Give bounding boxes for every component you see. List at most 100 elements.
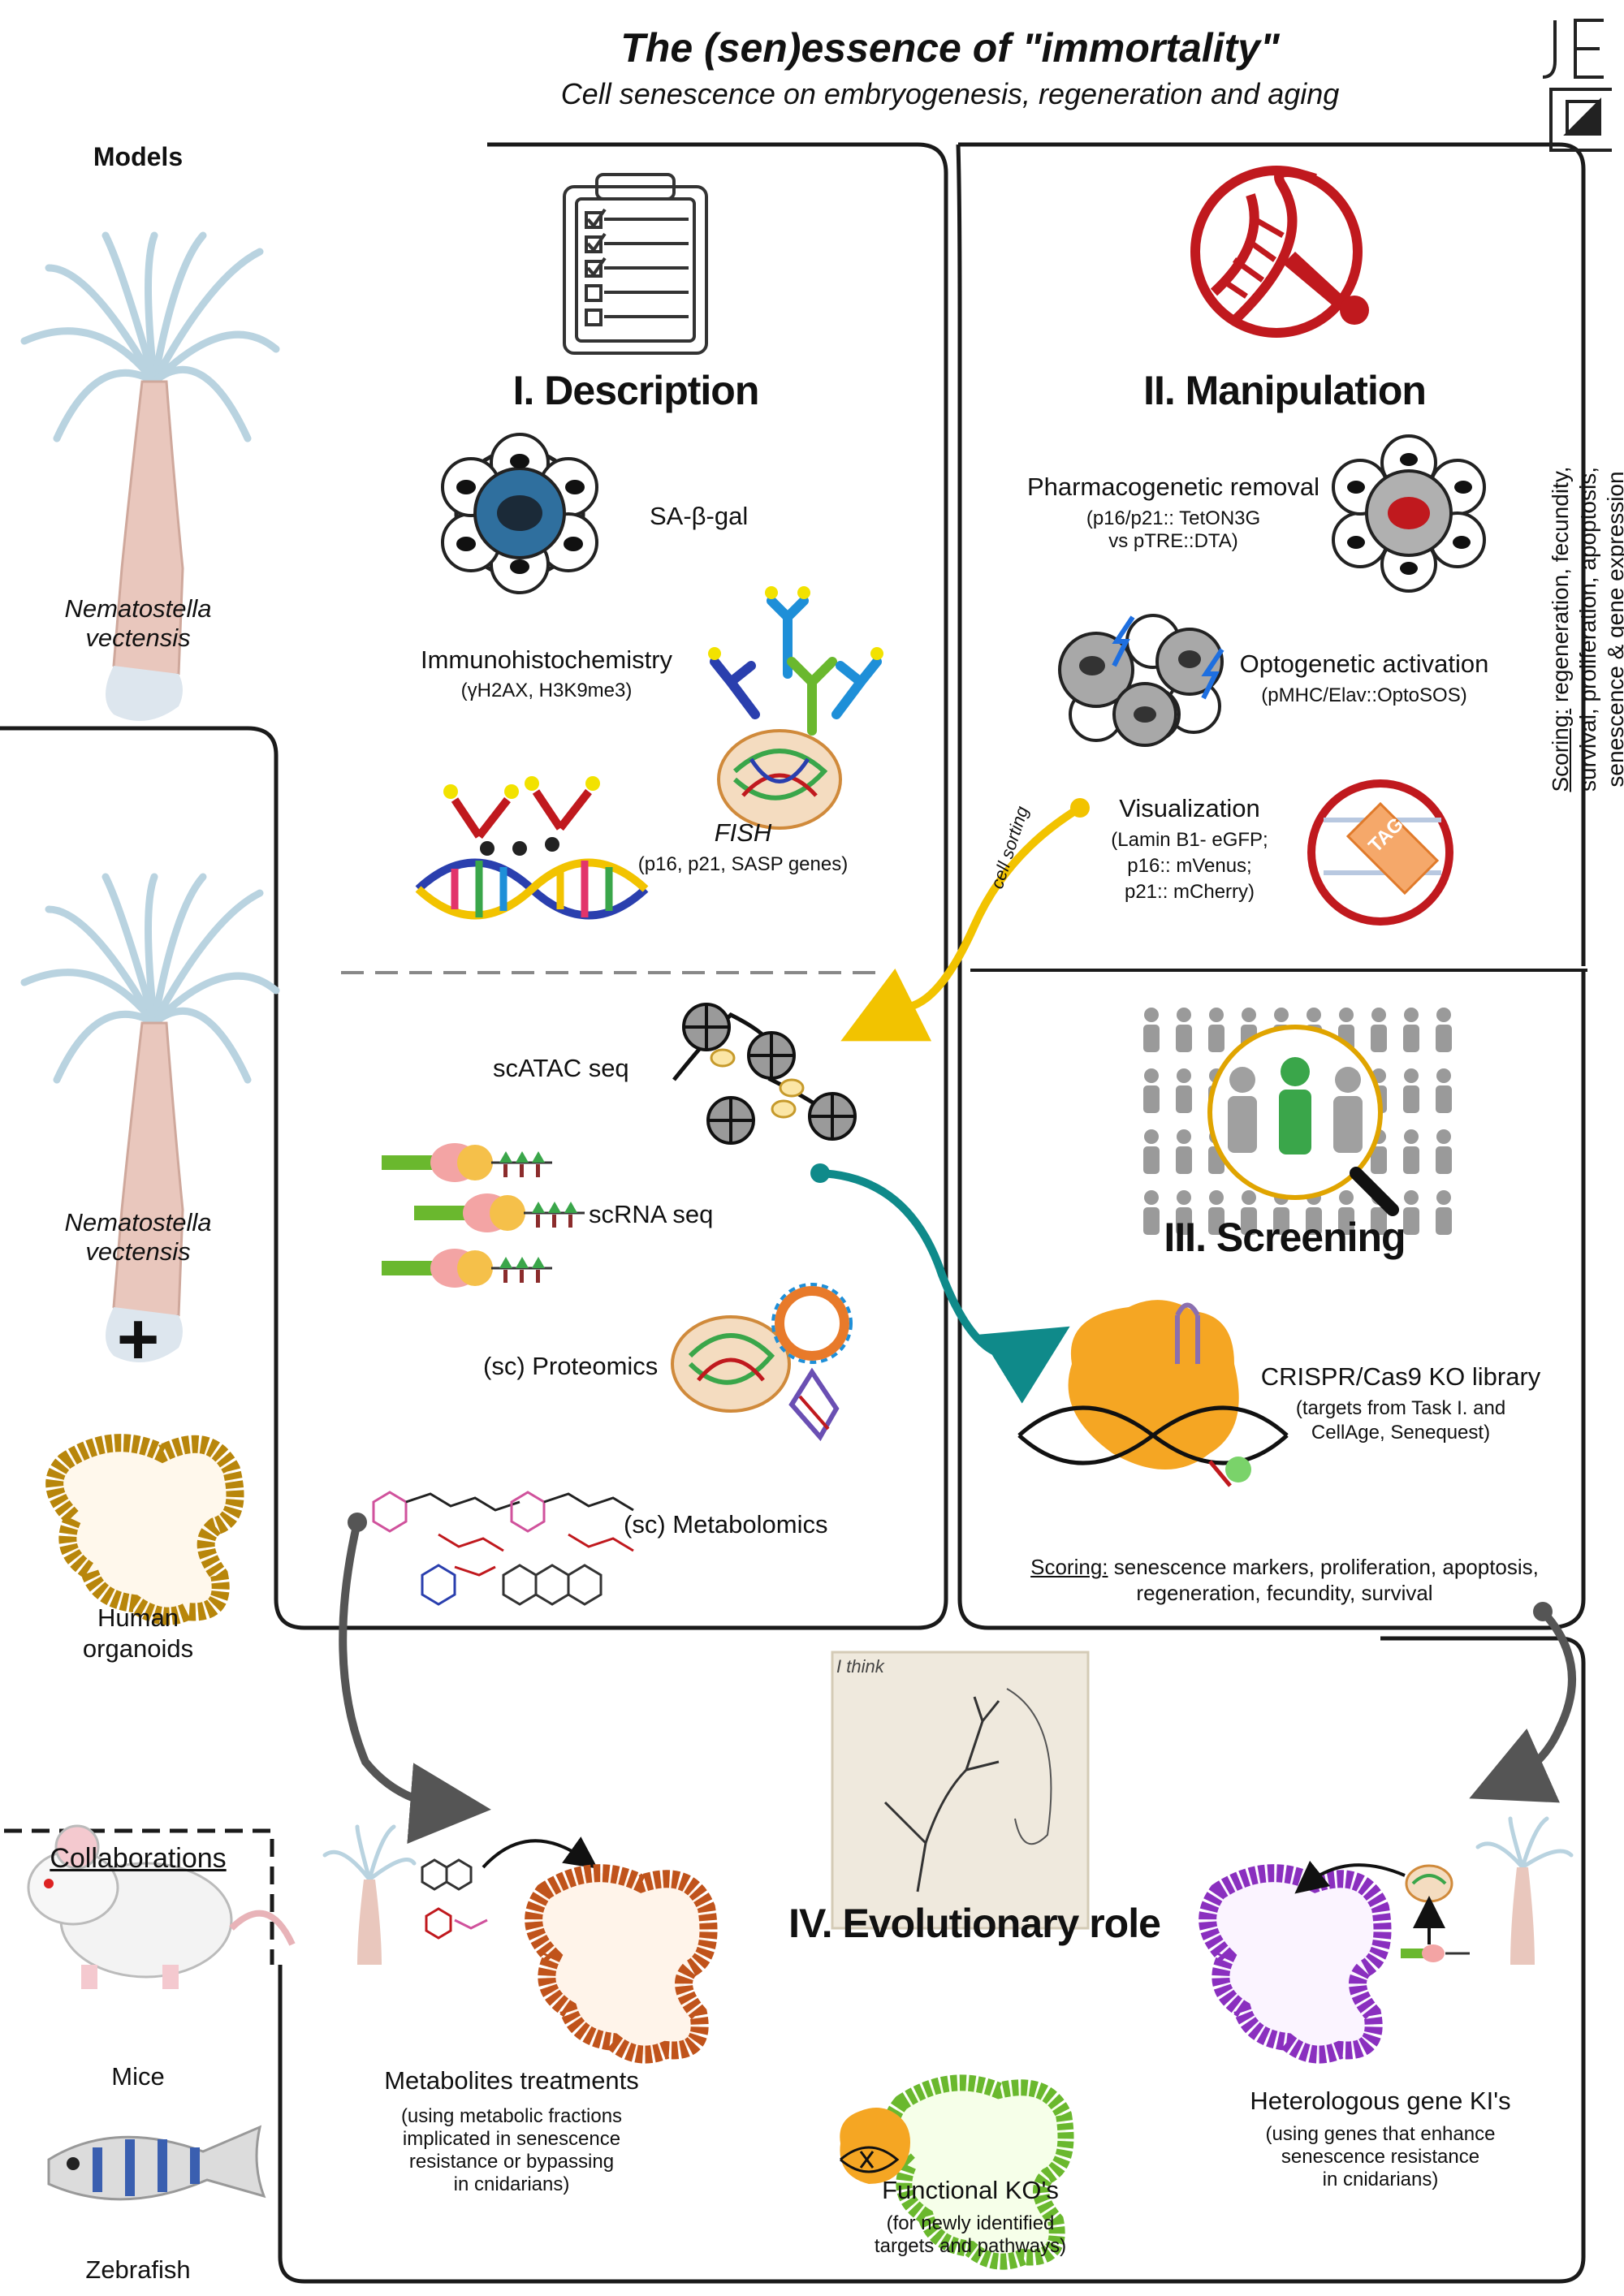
- visualization-sub2: p16:: mVenus;: [1127, 855, 1252, 877]
- scrna-barcode-illustration: [382, 1143, 585, 1288]
- manipulation-scoring-line2: survival, proliferation, apoptosis,: [1575, 467, 1600, 792]
- metab-sub2: implicated in senescence: [402, 2128, 621, 2150]
- manipulation-scoring-line1: regeneration, fecundity,: [1548, 466, 1573, 709]
- page-subtitle: Cell senescence on embryogenesis, regene…: [560, 77, 1340, 110]
- pharma-sub2: vs pTRE::DTA): [1108, 530, 1238, 552]
- clipboard-icon: [563, 173, 708, 355]
- frame-evolution: [278, 1636, 1586, 2284]
- screening-arrow: [819, 1169, 1070, 1404]
- green-organoid: [883, 2074, 1074, 2270]
- proteomics-illustration: [671, 1283, 853, 1442]
- organoid-line2: organoids: [82, 1634, 194, 1663]
- ihc-label: Immunohistochemistry: [420, 645, 673, 674]
- darwin-tree-sketch: [831, 1651, 1090, 1930]
- fish-dna-illustration: [415, 776, 649, 920]
- organism1-line1: Nematostella: [64, 594, 212, 623]
- treatment-arrow: [482, 1836, 598, 1869]
- pharma-sub1: (p16/p21:: TetON3G: [1086, 507, 1261, 529]
- antibody-illustration: [708, 586, 883, 736]
- tag-visualization-icon: [1307, 779, 1453, 926]
- scatac-label: scATAC seq: [493, 1054, 629, 1082]
- visualization-sub1: (Lamin B1- eGFP;: [1111, 829, 1268, 851]
- nematostella-2: [20, 873, 280, 1362]
- magnifier-icon: [1207, 1025, 1399, 1216]
- functional-ko-label: Functional KO's: [882, 2176, 1059, 2204]
- metabolomics-to-evolution-arrow: [339, 1521, 491, 1844]
- plus-sign: +: [116, 1299, 160, 1380]
- cell-sorting-arrow: [840, 804, 1082, 1042]
- manipulation-scoring: Scoring: regeneration, fecundity, surviv…: [1547, 321, 1624, 938]
- pharma-label: Pharmacogenetic removal: [1026, 473, 1320, 501]
- screening-scoring-line1: senescence markers, proliferation, apopt…: [1108, 1555, 1539, 1579]
- organism2-line1: Nematostella: [64, 1208, 212, 1236]
- manipulation-scoring-line3: senescence & gene expression: [1603, 471, 1624, 788]
- dna-repair-icon: [1190, 166, 1369, 338]
- zebrafish-illustration: [47, 2125, 266, 2201]
- mice-label: Mice: [111, 2062, 165, 2091]
- sa-beta-gal-cells: [441, 433, 598, 594]
- opto-label: Optogenetic activation: [1239, 650, 1489, 678]
- ko-sub1: (for newly identified: [886, 2212, 1055, 2234]
- manipulation-title: II. Manipulation: [1143, 368, 1427, 413]
- metab-sub4: in cnidarians): [453, 2173, 570, 2195]
- ki-sub2: senescence resistance: [1281, 2146, 1480, 2168]
- fish-sub: (p16, p21, SASP genes): [637, 853, 849, 875]
- crispr-label: CRISPR/Cas9 KO library: [1260, 1362, 1541, 1391]
- zebrafish-label: Zebrafish: [85, 2255, 191, 2284]
- metab-treatments-label: Metabolites treatments: [384, 2066, 639, 2095]
- description-title: I. Description: [512, 368, 760, 413]
- sa-beta-gal-label: SA-β-gal: [650, 502, 749, 530]
- frame-collaborations: [4, 1828, 274, 1965]
- fish-label: FISH: [714, 818, 772, 847]
- ki-arrow: [1294, 1860, 1406, 1894]
- frame-screening: [956, 144, 1586, 1630]
- ko-sub2: targets and pathways): [874, 2235, 1067, 2257]
- screening-scoring-line2: regeneration, fecundity, survival: [1136, 1581, 1433, 1605]
- human-organoid: [45, 1434, 244, 1625]
- nucleosome-illustration-1: [717, 729, 842, 830]
- metabolite-structures: [372, 1491, 634, 1606]
- ki-sub1: (using genes that enhance: [1265, 2123, 1496, 2145]
- organism1-line2: vectensis: [85, 624, 191, 652]
- organism2-line2: vectensis: [85, 1237, 191, 1266]
- evolution-nematostella-right: [1475, 1816, 1574, 1965]
- frame-description: [0, 142, 948, 1630]
- crispr-cas9-illustration: [1017, 1300, 1289, 1487]
- scrna-label: scRNA seq: [589, 1200, 714, 1228]
- pharmacogenetic-cells: [1332, 434, 1486, 593]
- rust-organoid: [525, 1864, 718, 2064]
- models-heading: Models: [93, 142, 184, 171]
- evolution-nematostella-left: [322, 1824, 417, 1965]
- visualization-label: Visualization: [1119, 794, 1260, 822]
- darwin-sketch-text: I think: [836, 1656, 884, 1677]
- heterologous-ki-label: Heterologous gene KI's: [1250, 2087, 1511, 2115]
- collaborations-heading: Collaborations: [50, 1843, 227, 1874]
- ko-cas9-small: [840, 2108, 910, 2184]
- mouse-illustration: [27, 1824, 296, 1989]
- ihc-sub: (γH2AX, H3K9me3): [460, 680, 633, 701]
- screening-to-evolution-arrow: [1469, 1608, 1576, 1803]
- evolution-molecules: [421, 1858, 488, 1940]
- visualization-sub3: p21:: mCherry): [1124, 881, 1255, 903]
- page-title: The (sen)essence of "immortality": [620, 25, 1280, 71]
- optogenetic-cells: [1058, 614, 1224, 747]
- screening-scoring-label: Scoring:: [1030, 1555, 1108, 1579]
- manipulation-scoring-label: Scoring:: [1548, 708, 1573, 792]
- ki-protein: [1401, 1864, 1470, 1962]
- evolution-title: IV. Evolutionary role: [788, 1901, 1161, 1946]
- purple-organoid: [1199, 1864, 1392, 2064]
- metab-sub3: resistance or bypassing: [408, 2151, 615, 2173]
- screening-scoring-line1-wrap: Scoring: senescence markers, proliferati…: [1030, 1555, 1539, 1580]
- scatac-chromatin-illustration: [672, 1003, 857, 1145]
- metab-sub1: (using metabolic fractions: [400, 2105, 623, 2127]
- screening-title: III. Screening: [1164, 1215, 1406, 1260]
- nematostella-1: [20, 231, 280, 721]
- organoid-line1: Human: [97, 1603, 179, 1632]
- opto-sub: (pMHC/Elav::OptoSOS): [1261, 684, 1467, 706]
- metabolomics-label: (sc) Metabolomics: [624, 1510, 828, 1539]
- crispr-sub2: CellAge, Senequest): [1311, 1422, 1491, 1444]
- screening-crowd-icon: [1143, 1008, 1452, 1235]
- ki-sub3: in cnidarians): [1322, 2169, 1439, 2190]
- panel-frames: [0, 142, 1587, 2284]
